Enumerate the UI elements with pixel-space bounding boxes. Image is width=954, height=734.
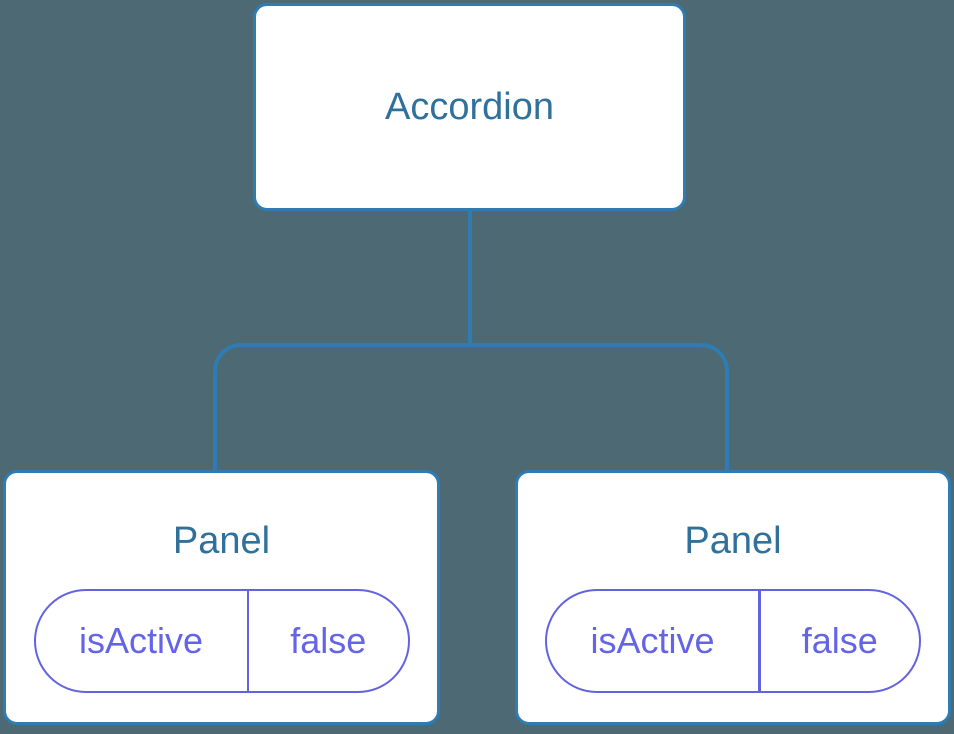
- state-pill-divider: [246, 591, 249, 691]
- state-key: isActive: [78, 620, 204, 661]
- component-node-panel-1: Panel isActive false: [3, 470, 440, 725]
- connector-bracket: [213, 343, 729, 472]
- component-node-panel-2: Panel isActive false: [515, 470, 951, 725]
- connector-stem: [468, 211, 472, 344]
- state-pill: isActive false: [33, 589, 410, 693]
- state-value: false: [801, 620, 878, 661]
- state-pill-divider: [758, 591, 761, 691]
- state-value: false: [290, 620, 367, 661]
- state-pill: isActive false: [545, 589, 921, 693]
- node-title: Panel: [172, 520, 271, 562]
- component-node-accordion: Accordion: [253, 3, 686, 211]
- state-key: isActive: [590, 620, 715, 661]
- node-title: Accordion: [385, 86, 554, 128]
- node-title: Panel: [684, 520, 782, 562]
